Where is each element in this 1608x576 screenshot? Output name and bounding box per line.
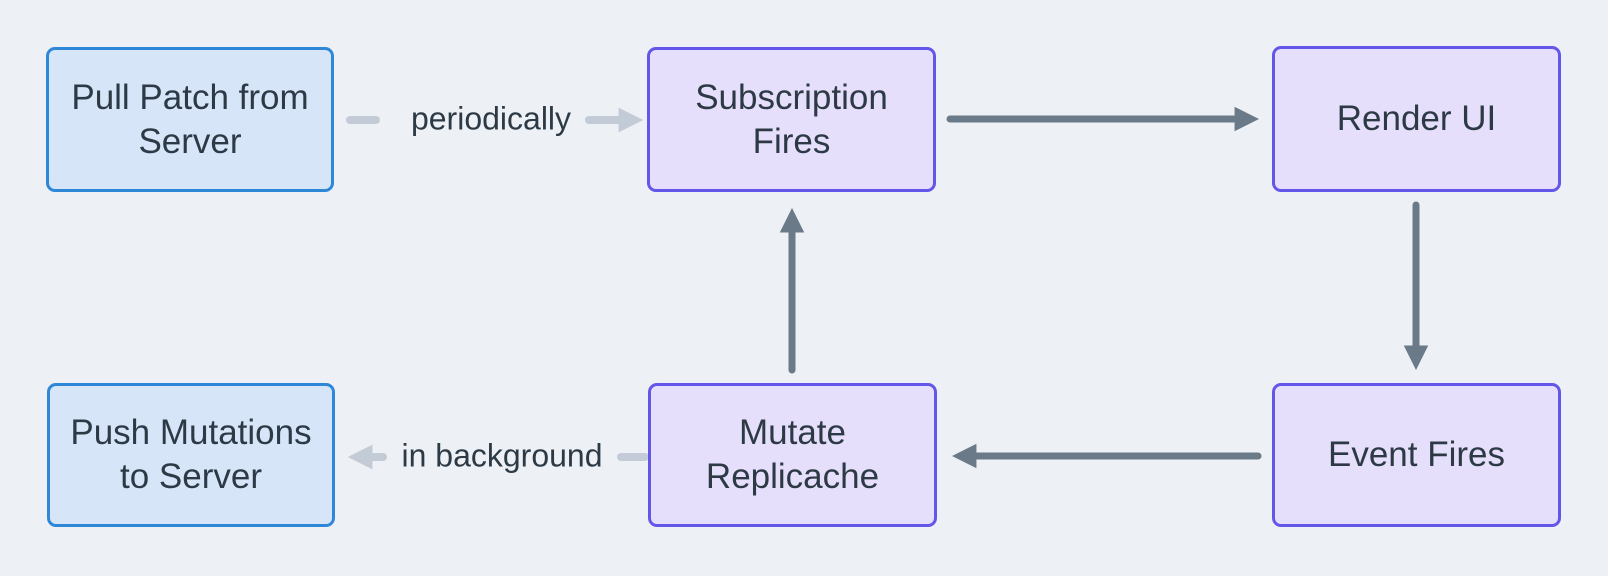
node-label-line: Event Fires (1328, 435, 1505, 474)
edge-label-periodically: periodically (410, 100, 572, 137)
node-push-mutations-to-server: Push Mutations to Server (47, 383, 335, 527)
node-event-fires: Event Fires (1272, 383, 1561, 527)
edge-label-in-background: in background (401, 437, 603, 474)
node-subscription-fires: Subscription Fires (647, 47, 936, 192)
node-label-line: Subscription (695, 77, 888, 117)
node-mutate-replicache: Mutate Replicache (648, 383, 937, 527)
node-label-line: Pull Patch from (71, 77, 309, 117)
node-label-line: to Server (120, 457, 262, 496)
node-render-ui: Render UI (1272, 46, 1561, 192)
node-label-line: Replicache (705, 457, 880, 496)
node-pull-patch-from-server: Pull Patch from Server (46, 47, 334, 192)
node-label-line: Push Mutations (70, 413, 312, 452)
node-label-line: Fires (752, 121, 831, 161)
node-label-line: Render UI (1336, 99, 1497, 138)
node-label-line: Mutate (739, 413, 846, 452)
node-label-line: Server (138, 121, 242, 161)
